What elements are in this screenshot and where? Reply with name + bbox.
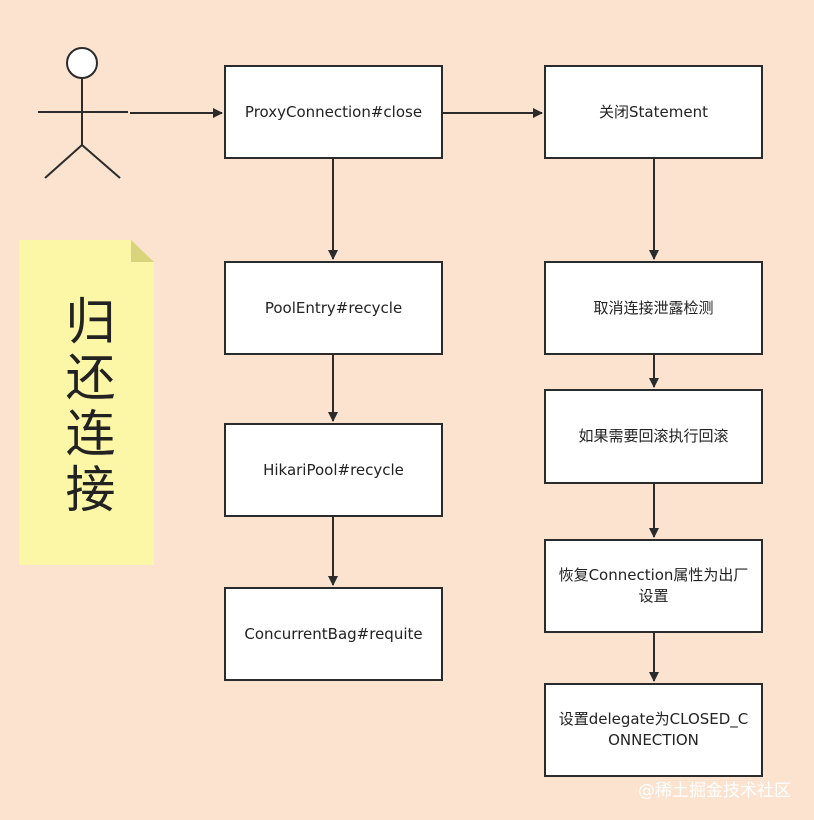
node-close-statement: 关闭Statement bbox=[544, 65, 763, 159]
node-cancel-leak-detection: 取消连接泄露检测 bbox=[544, 261, 763, 355]
node-rollback: 如果需要回滚执行回滚 bbox=[544, 389, 763, 484]
node-restore-attributes: 恢复Connection属性为出厂设置 bbox=[544, 539, 763, 633]
sticky-note-text: 归还连接 bbox=[57, 295, 116, 519]
actor-icon bbox=[38, 47, 128, 179]
sticky-note bbox=[19, 240, 154, 565]
watermark: @稀土掘金技术社区 bbox=[638, 781, 791, 801]
node-hikari-pool-recycle: HikariPool#recycle bbox=[224, 423, 443, 517]
node-concurrent-bag-requite: ConcurrentBag#requite bbox=[224, 587, 443, 681]
node-proxy-connection-close: ProxyConnection#close bbox=[224, 65, 443, 159]
node-set-delegate: 设置delegate为CLOSED_CONNECTION bbox=[544, 683, 763, 777]
node-pool-entry-recycle: PoolEntry#recycle bbox=[224, 261, 443, 355]
